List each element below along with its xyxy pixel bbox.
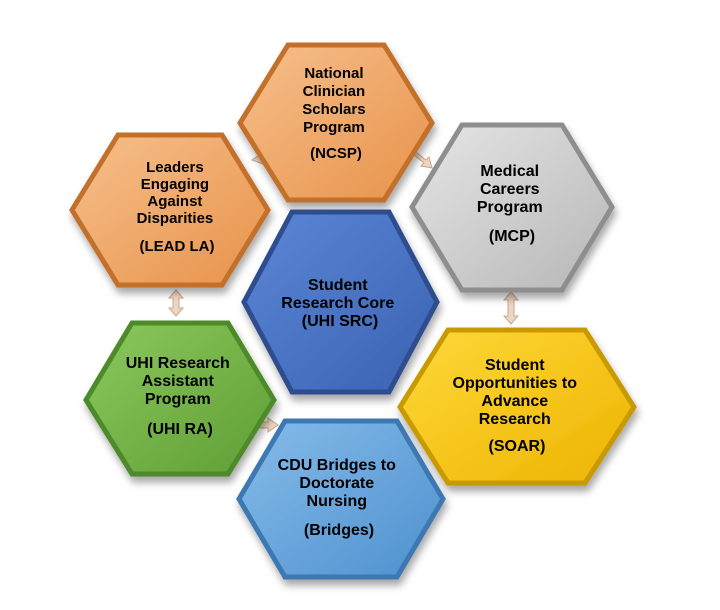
hexagon-uhi-ra: UHI Research Assistant Program (UHI RA) bbox=[83, 320, 277, 477]
hexagon-ncsp-shape bbox=[237, 42, 435, 203]
hexagon-mcp-label: Medical Careers Program (MCP) bbox=[477, 163, 547, 245]
hexagon-soar-label: Student Opportunities to Advance Researc… bbox=[453, 357, 582, 455]
connector-lead-la-uhi-ra bbox=[167, 289, 185, 317]
hexagon-mcp-shape bbox=[409, 122, 615, 293]
hexagon-mcp: Medical Careers Program (MCP) bbox=[409, 122, 615, 293]
hexagon-uhi-src: Student Research Core (UHI SRC) bbox=[241, 209, 440, 395]
hexagon-uhi-src-shape bbox=[241, 209, 440, 395]
hexagon-uhi-ra-label: UHI Research Assistant Program (UHI RA) bbox=[126, 355, 235, 438]
hexagon-soar-shape bbox=[397, 327, 637, 486]
hexagon-ncsp: National Clinician Scholars Program (NCS… bbox=[237, 42, 435, 203]
hexagon-uhi-src-label: Student Research Core (UHI SRC) bbox=[281, 277, 398, 330]
hexagon-bridges-label: CDU Bridges to Doctorate Nursing (Bridge… bbox=[278, 457, 401, 539]
hexagon-lead-la-label: Leaders Engaging Against Disparities (LE… bbox=[137, 159, 218, 255]
hexagon-ncsp-label: National Clinician Scholars Program (NCS… bbox=[302, 65, 370, 162]
hexagon-lead-la: Leaders Engaging Against Disparities (LE… bbox=[69, 132, 271, 288]
connector-mcp-soar bbox=[502, 291, 520, 325]
hexagon-bridges: CDU Bridges to Doctorate Nursing (Bridge… bbox=[236, 418, 446, 580]
hexagon-lead-la-shape bbox=[69, 132, 271, 288]
hexagon-uhi-ra-shape bbox=[83, 320, 277, 477]
hexagon-bridges-shape bbox=[236, 418, 446, 580]
hexagon-soar: Student Opportunities to Advance Researc… bbox=[397, 327, 637, 486]
